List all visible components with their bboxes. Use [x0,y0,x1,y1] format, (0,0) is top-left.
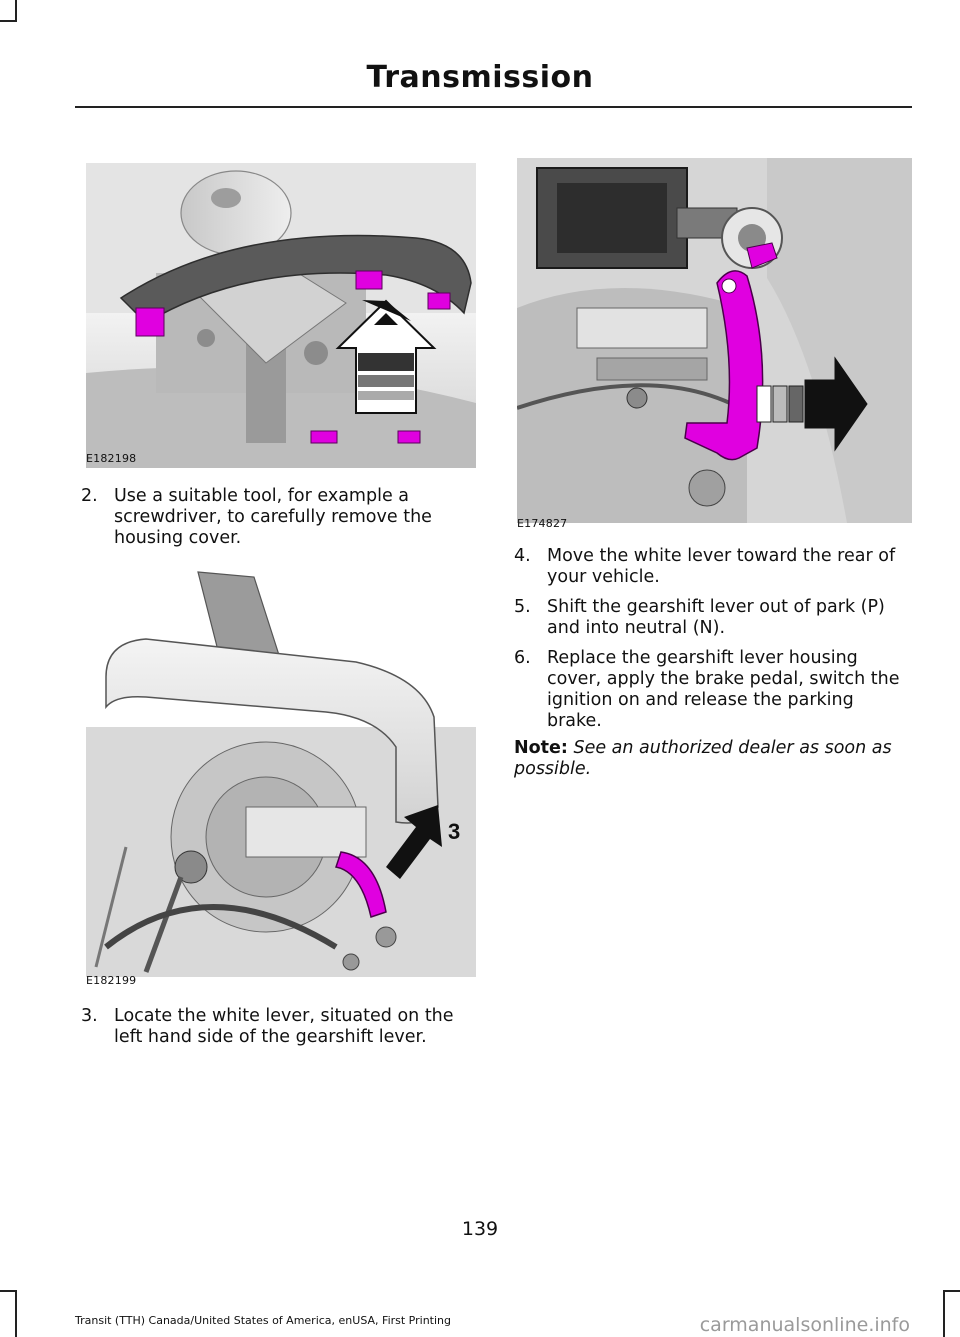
step-number: 3. [81,1006,98,1026]
step-number: 5. [514,597,531,617]
page-number: 139 [461,1218,499,1240]
footer-text: Transit (TTH) Canada/United States of Am… [75,1314,451,1327]
step-text: Replace the gearshift lever housing cove… [547,648,900,731]
crop-mark [943,1290,960,1292]
watermark: carmanualsonline.info [699,1314,910,1336]
step-text: Move the white lever toward the rear of … [547,546,896,587]
header-rule [75,106,912,108]
figure-white-lever: 3 [86,567,476,977]
figure-housing-cover [86,163,476,468]
illustration-housing-cover [86,163,476,468]
crop-mark [943,1290,945,1337]
crop-mark [0,20,17,22]
illustration-white-lever: 3 [86,567,476,977]
callout-number: 3 [448,819,460,844]
note-text: See an authorized dealer as soon as poss… [514,738,892,779]
page-title: Transmission [366,60,594,95]
note-label: Note: [514,738,568,758]
figure-code: E182199 [86,974,137,987]
crop-mark [0,1290,17,1292]
crop-mark [15,0,17,22]
note-paragraph: Note: See an authorized dealer as soon a… [514,738,914,780]
step-number: 4. [514,546,531,566]
step-number: 6. [514,648,531,668]
figure-code: E182198 [86,452,137,465]
step-number: 2. [81,486,98,506]
step-text: Use a suitable tool, for example a screw… [114,486,432,548]
figure-move-lever [517,158,912,523]
illustration-move-lever [517,158,912,523]
step-text: Locate the white lever, situated on the … [114,1006,454,1047]
figure-code: E174827 [517,517,568,530]
step-text: Shift the gearshift lever out of park (P… [547,597,885,638]
crop-mark [15,1290,17,1337]
